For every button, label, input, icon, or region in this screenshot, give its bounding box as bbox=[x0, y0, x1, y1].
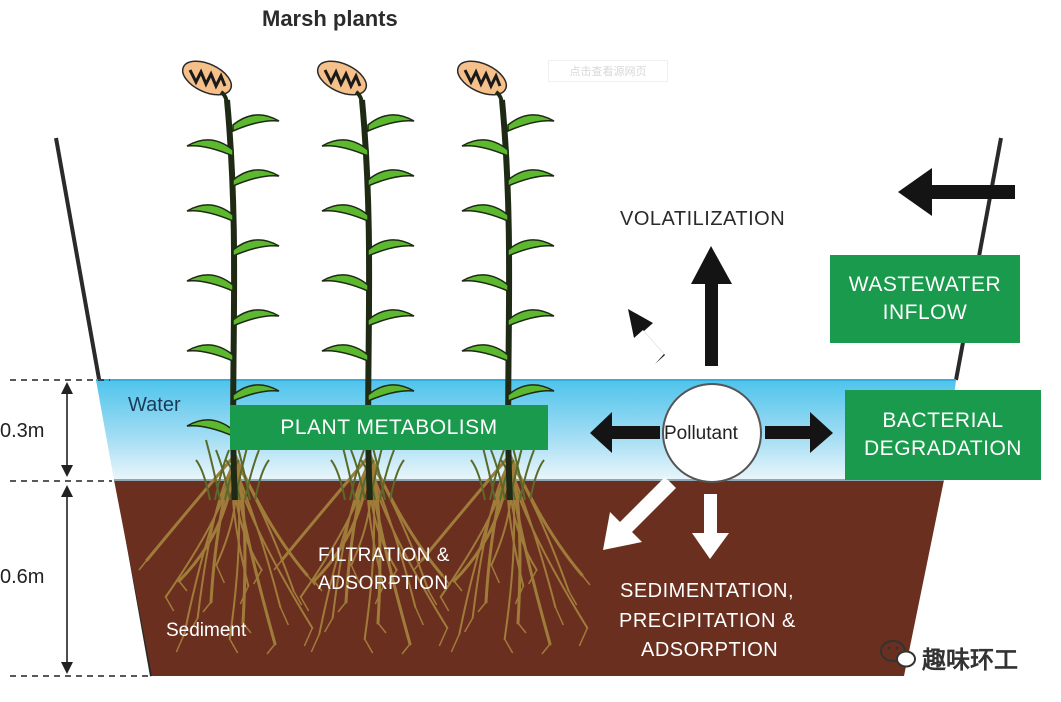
wastewater-line1: WASTEWATER bbox=[848, 273, 1002, 296]
pollutant-circle bbox=[662, 383, 762, 483]
pollutant-label: Pollutant bbox=[664, 423, 738, 444]
wastewater-line2: INFLOW bbox=[882, 301, 968, 324]
arrow-wastewater-inflow bbox=[898, 168, 1015, 216]
sedimentation-line1: SEDIMENTATION, bbox=[620, 580, 795, 602]
marsh-plant bbox=[181, 60, 280, 501]
sediment-depth-label: 0.6m bbox=[0, 566, 45, 588]
arrow-volatilization-diagonal bbox=[628, 309, 665, 364]
wastewater-inflow-box: WASTEWATER INFLOW bbox=[830, 255, 1020, 343]
water-depth-label: 0.3m bbox=[0, 420, 45, 442]
watermark-link[interactable]: 点击查看源网页 bbox=[548, 60, 668, 82]
bacterial-degradation-box: BACTERIAL DEGRADATION bbox=[845, 390, 1041, 480]
volatilization-label: VOLATILIZATION bbox=[620, 208, 786, 230]
sedimentation-line3: ADSORPTION bbox=[641, 639, 779, 661]
arrow-to-sedimentation bbox=[692, 494, 729, 559]
water-label: Water bbox=[128, 394, 181, 416]
bacterial-line1: BACTERIAL bbox=[882, 409, 1004, 432]
dimension-markers bbox=[10, 379, 150, 677]
marsh-plants bbox=[181, 60, 555, 501]
arrow-to-bacterial-degradation bbox=[765, 412, 833, 453]
diagram-title: Marsh plants bbox=[262, 6, 398, 31]
dimension-arrowheads bbox=[61, 382, 73, 674]
filtration-line1: FILTRATION & bbox=[318, 545, 450, 566]
brand-watermark: 趣味环工 bbox=[922, 647, 1018, 674]
wechat-icon bbox=[880, 640, 916, 668]
arrow-to-filtration bbox=[603, 478, 676, 550]
bacterial-line2: DEGRADATION bbox=[864, 437, 1022, 460]
arrow-volatilization bbox=[691, 246, 732, 366]
plant-metabolism-box: PLANT METABOLISM bbox=[230, 405, 548, 450]
sediment-label: Sediment bbox=[166, 620, 247, 641]
arrow-to-plant-metabolism bbox=[590, 412, 660, 453]
filtration-line2: ADSORPTION bbox=[318, 573, 449, 594]
sedimentation-line2: PRECIPITATION & bbox=[619, 610, 796, 632]
plant-metabolism-label: PLANT METABOLISM bbox=[280, 415, 498, 439]
